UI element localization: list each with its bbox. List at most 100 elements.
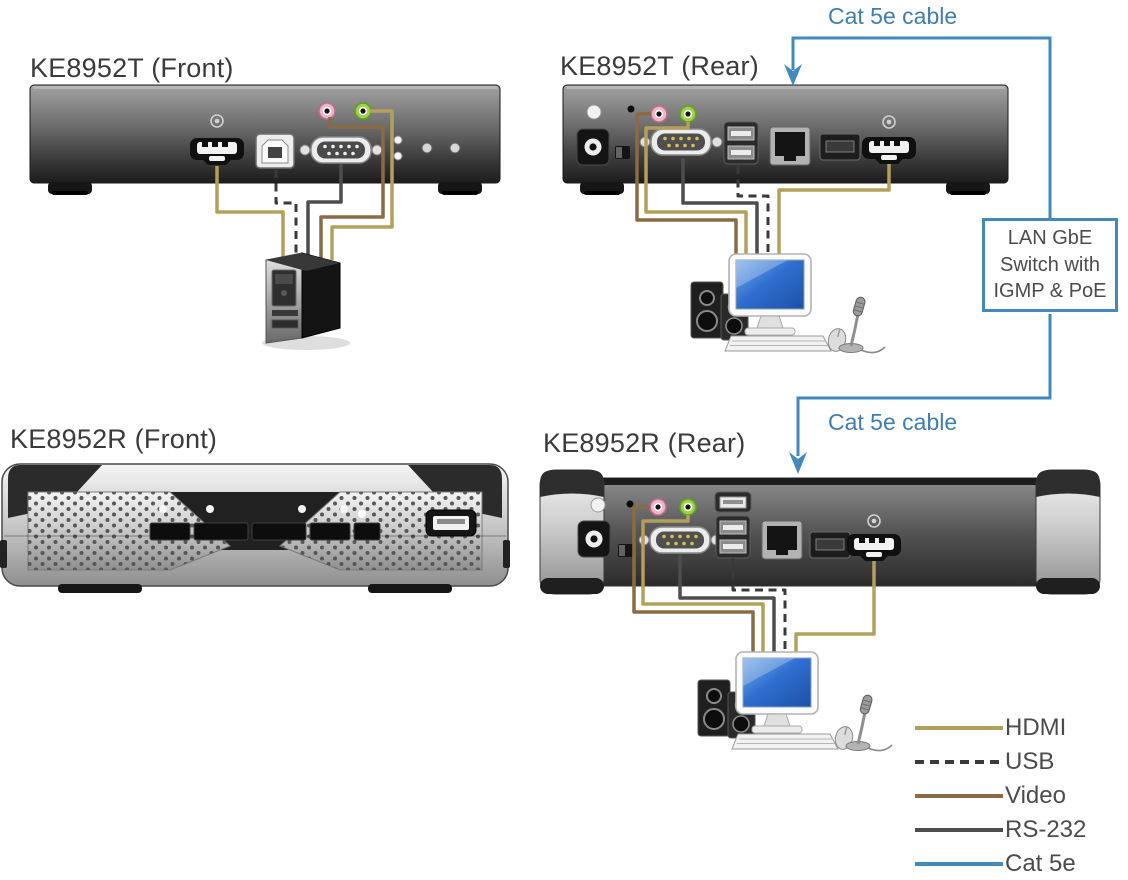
usb-b-port bbox=[255, 133, 295, 169]
hdmi-cable bbox=[215, 166, 285, 260]
pc-tower bbox=[262, 252, 350, 350]
hdmi-cable bbox=[777, 164, 891, 262]
device-ke8952t-front bbox=[29, 84, 501, 195]
legend-label: USB bbox=[1005, 748, 1055, 775]
legend-line-video bbox=[915, 794, 1003, 798]
rs232-cable bbox=[681, 158, 759, 262]
cables-ke8952t-rear bbox=[635, 112, 891, 262]
rj45-lan-port bbox=[769, 126, 811, 166]
legend: HDMI USB Video RS-232 Cat 5e bbox=[915, 714, 1087, 877]
mic-jack bbox=[318, 102, 336, 120]
dc-power-jack bbox=[576, 128, 610, 166]
reset-button bbox=[627, 105, 635, 113]
sfp-port bbox=[809, 531, 851, 559]
device-foot bbox=[58, 584, 142, 593]
audio-cable bbox=[644, 122, 748, 262]
cat5e-cable-top bbox=[791, 36, 1052, 218]
corner-bumper bbox=[1035, 469, 1101, 595]
device-title-ke8952t-front: KE8952T (Front) bbox=[30, 53, 234, 83]
status-led bbox=[358, 510, 366, 518]
usb-ports bbox=[723, 121, 759, 165]
device-ke8952r-rear bbox=[539, 469, 1101, 595]
rs232-cable bbox=[678, 554, 776, 662]
usb-ports bbox=[715, 515, 751, 559]
lan-switch-box: LAN GbE Switch with IGMP & PoE bbox=[982, 218, 1118, 312]
side-tab bbox=[0, 540, 7, 568]
legend-line-hdmi bbox=[915, 726, 1003, 730]
cat5e-cable-bottom bbox=[796, 314, 1052, 456]
status-led bbox=[206, 505, 214, 513]
speaker-jack bbox=[679, 105, 697, 123]
audio-cable bbox=[632, 505, 755, 662]
arrow-down-icon bbox=[784, 64, 802, 86]
audio-cable bbox=[635, 112, 738, 262]
status-led bbox=[159, 505, 167, 513]
sfp-port bbox=[819, 133, 861, 161]
status-led bbox=[340, 505, 348, 513]
legend-item-hdmi: HDMI bbox=[915, 714, 1086, 741]
legend-item-usb: USB bbox=[915, 748, 1086, 775]
vent-panel-left bbox=[27, 491, 231, 571]
device-title-ke8952r-front: KE8952R (Front) bbox=[10, 424, 218, 454]
hdmi-cable bbox=[794, 561, 876, 662]
audio-cable bbox=[641, 515, 765, 662]
device-foot bbox=[368, 584, 452, 593]
corner-bumper bbox=[539, 469, 605, 595]
console-workstation bbox=[689, 252, 887, 355]
audio-cable bbox=[330, 109, 394, 260]
power-led bbox=[586, 104, 602, 120]
legend-label: RS-232 bbox=[1005, 816, 1087, 843]
device-ke8952t-rear bbox=[562, 84, 1009, 195]
mic-jack bbox=[649, 498, 667, 516]
usb-cable bbox=[274, 170, 298, 260]
cat5e-label-top: Cat 5e cable bbox=[828, 3, 958, 29]
device-title-ke8952t-rear: KE8952T (Rear) bbox=[560, 51, 759, 81]
legend-label: Cat 5e bbox=[1005, 850, 1076, 877]
status-led bbox=[393, 151, 403, 161]
usb-port bbox=[714, 491, 752, 513]
legend-label: HDMI bbox=[1005, 714, 1067, 741]
speaker-jack bbox=[679, 498, 697, 516]
legend-item-video: Video bbox=[915, 782, 1086, 809]
device-foot bbox=[946, 182, 990, 195]
device-foot bbox=[580, 182, 624, 195]
device-title-ke8952r-rear: KE8952R (Rear) bbox=[543, 428, 746, 458]
dc-power-jack bbox=[577, 520, 611, 558]
side-tab bbox=[503, 540, 510, 568]
mic-jack bbox=[650, 105, 668, 123]
cables-ke8952r-rear bbox=[632, 505, 876, 662]
legend-line-usb bbox=[915, 760, 1003, 764]
device-ke8952r-front bbox=[0, 463, 510, 593]
rj45-lan-port bbox=[761, 520, 803, 560]
speaker-jack bbox=[354, 102, 372, 120]
device-foot bbox=[438, 182, 482, 195]
reset-button bbox=[626, 500, 634, 508]
usb-cable bbox=[731, 558, 787, 662]
arrow-down-icon bbox=[789, 452, 807, 474]
lan-switch-line: IGMP & PoE bbox=[993, 280, 1107, 303]
lan-switch-line: LAN GbE bbox=[1007, 227, 1093, 250]
legend-label: Video bbox=[1005, 782, 1066, 809]
status-led bbox=[393, 135, 403, 145]
mode-switch bbox=[615, 146, 630, 159]
legend-line-rs232 bbox=[915, 828, 1003, 832]
power-led bbox=[590, 497, 606, 513]
status-led bbox=[298, 505, 306, 513]
rs232-cable bbox=[306, 164, 343, 260]
audio-cable bbox=[319, 117, 385, 260]
cat5e-route bbox=[784, 36, 1052, 474]
front-button bbox=[421, 142, 433, 154]
usb-port bbox=[425, 509, 477, 537]
console-workstation bbox=[696, 650, 894, 753]
cables-ke8952t-front bbox=[215, 109, 394, 260]
legend-item-cat5e: Cat 5e bbox=[915, 850, 1086, 877]
legend-item-rs232: RS-232 bbox=[915, 816, 1087, 843]
lan-switch-line: Switch with bbox=[999, 253, 1101, 276]
mode-switch bbox=[618, 544, 633, 557]
cat5e-label-bottom: Cat 5e cable bbox=[828, 409, 958, 435]
front-button bbox=[449, 142, 461, 154]
front-buttons bbox=[149, 522, 381, 541]
device-foot bbox=[48, 182, 92, 195]
